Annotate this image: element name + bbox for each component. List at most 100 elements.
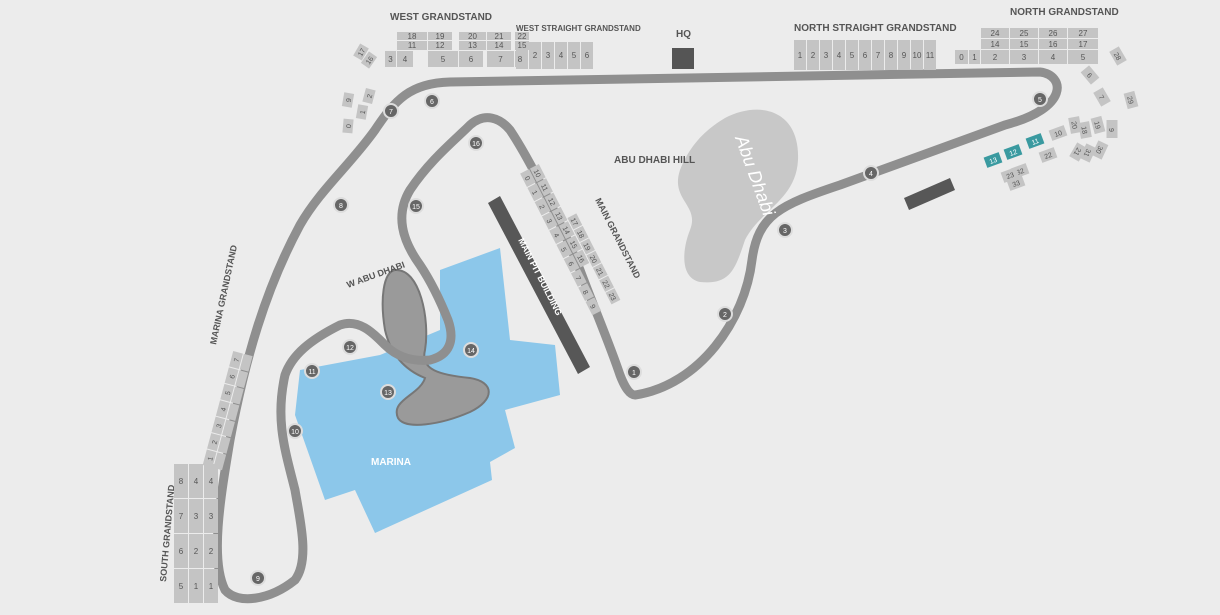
seating-block[interactable]: 25 — [1010, 28, 1038, 38]
seating-block[interactable]: 17 — [353, 43, 369, 61]
seating-block[interactable]: 22 — [515, 32, 529, 41]
seating-block[interactable]: 5 — [846, 40, 858, 70]
seating-block[interactable]: 27 — [1068, 28, 1098, 38]
seating-block[interactable]: 4 — [1039, 50, 1067, 64]
turn-12-marker[interactable]: 12 — [342, 339, 358, 355]
seating-block[interactable]: 6 — [563, 254, 580, 273]
seating-block[interactable]: 17 — [567, 213, 583, 230]
seating-block[interactable]: 2 — [534, 197, 551, 216]
seating-block[interactable]: 3 — [542, 42, 554, 69]
seating-block[interactable]: 5 — [556, 240, 573, 259]
seating-block[interactable]: 21 — [1069, 142, 1087, 162]
seating-block[interactable]: 4 — [189, 464, 203, 498]
seating-block[interactable]: 1 — [204, 569, 218, 603]
seating-block[interactable]: 21 — [592, 263, 608, 280]
turn-6-marker[interactable]: 6 — [424, 93, 440, 109]
seating-block[interactable]: 20 — [586, 250, 602, 267]
seating-block[interactable]: 2 — [207, 433, 221, 452]
seating-block[interactable]: 6 — [224, 367, 239, 386]
seating-block[interactable] — [230, 386, 244, 405]
seating-block[interactable]: 19 — [1090, 115, 1106, 135]
seating-block[interactable]: 10 — [911, 40, 923, 70]
turn-1-marker[interactable]: 1 — [626, 364, 642, 380]
seating-block[interactable]: 12 — [1003, 144, 1023, 160]
seating-block[interactable]: 17 — [1068, 39, 1098, 49]
turn-13-marker[interactable]: 13 — [380, 384, 396, 400]
seating-block[interactable]: 3 — [541, 211, 558, 230]
seating-block[interactable]: 8 — [885, 40, 897, 70]
seating-block[interactable]: 8 — [174, 464, 188, 498]
seating-block[interactable] — [226, 403, 240, 421]
hq-building[interactable] — [672, 48, 694, 69]
seating-block[interactable]: 0 — [342, 118, 354, 134]
seating-block[interactable]: 9 — [1106, 122, 1118, 138]
turn-11-marker[interactable]: 11 — [304, 363, 320, 379]
seating-block[interactable]: 3 — [385, 51, 396, 67]
seating-block[interactable]: 3 — [189, 499, 203, 533]
seating-block[interactable]: 3 — [204, 499, 218, 533]
seating-block[interactable]: 7 — [174, 499, 188, 533]
seating-block[interactable]: 9 — [898, 40, 910, 70]
seating-block[interactable]: 3 — [820, 40, 832, 70]
seating-block[interactable]: 5 — [428, 51, 458, 67]
seating-block[interactable]: 18 — [573, 225, 589, 243]
seating-block[interactable]: 7 — [487, 51, 514, 67]
seating-block[interactable]: 33 — [1006, 175, 1026, 191]
turn-8-marker[interactable]: 8 — [333, 197, 349, 213]
seating-block[interactable]: 13 — [459, 41, 486, 50]
seating-block[interactable]: 18 — [1078, 121, 1092, 139]
seating-block[interactable]: 6 — [581, 42, 593, 69]
seating-block[interactable]: 14 — [558, 221, 575, 239]
seating-block[interactable]: 16 — [1039, 39, 1067, 49]
turn-4-marker[interactable]: 4 — [863, 165, 879, 181]
seating-block[interactable] — [235, 370, 249, 389]
seating-block[interactable]: 12 — [544, 192, 561, 211]
seating-block[interactable]: 12 — [428, 41, 452, 50]
seating-block[interactable]: 2 — [189, 534, 203, 568]
seating-block[interactable]: 4 — [397, 51, 413, 67]
seating-block[interactable] — [222, 419, 235, 438]
seating-block[interactable]: 7 — [1093, 87, 1111, 107]
turn-7-marker[interactable]: 7 — [383, 103, 399, 119]
seating-block[interactable]: 5 — [174, 569, 188, 603]
seating-block[interactable]: 13 — [551, 206, 568, 225]
seating-block[interactable]: 15 — [1010, 39, 1038, 49]
seating-block[interactable]: 8 — [515, 51, 525, 67]
seating-block[interactable]: 22 — [1038, 147, 1058, 163]
seating-block[interactable]: 1 — [355, 104, 369, 120]
seating-block[interactable] — [239, 353, 253, 372]
seating-block[interactable]: 11 — [1025, 133, 1045, 149]
turn-3-marker[interactable]: 3 — [777, 222, 793, 238]
seating-block[interactable]: 10 — [529, 164, 546, 182]
seating-block[interactable]: 6 — [1080, 65, 1100, 85]
seating-block[interactable]: 7 — [872, 40, 884, 70]
seating-block[interactable]: 31 — [1079, 143, 1097, 163]
seating-block[interactable]: 10 — [1048, 125, 1068, 141]
seating-block[interactable]: 23 — [605, 288, 621, 305]
seating-block[interactable]: 4 — [555, 42, 567, 69]
turn-15-marker[interactable]: 15 — [408, 198, 424, 214]
seating-block[interactable]: 2 — [529, 42, 541, 69]
seating-block[interactable]: 1 — [969, 50, 980, 64]
seating-block[interactable]: 14 — [981, 39, 1009, 49]
seating-block[interactable]: 3 — [211, 416, 226, 435]
seating-block[interactable]: 20 — [1068, 116, 1082, 134]
seating-block[interactable]: 29 — [1123, 90, 1139, 110]
seating-block[interactable]: 5 — [220, 383, 235, 402]
seating-block[interactable]: 4 — [215, 400, 230, 419]
seating-block[interactable] — [217, 435, 231, 454]
seating-block[interactable]: 0 — [520, 169, 536, 187]
seating-block[interactable]: 0 — [955, 50, 968, 64]
seating-block[interactable]: 9 — [341, 92, 355, 108]
seating-block[interactable]: 21 — [487, 32, 511, 41]
seating-block[interactable]: 15 — [515, 41, 529, 50]
seating-block[interactable]: 7 — [570, 268, 587, 287]
turn-10-marker[interactable]: 10 — [287, 423, 303, 439]
turn-5-marker[interactable]: 5 — [1032, 91, 1048, 107]
seating-block[interactable]: 4 — [204, 464, 218, 498]
seating-block[interactable]: 13 — [983, 152, 1003, 168]
seating-block[interactable]: 1 — [527, 183, 544, 202]
seating-block[interactable]: 4 — [549, 226, 565, 244]
turn-9-marker[interactable]: 9 — [250, 570, 266, 586]
seating-block[interactable]: 14 — [487, 41, 511, 50]
